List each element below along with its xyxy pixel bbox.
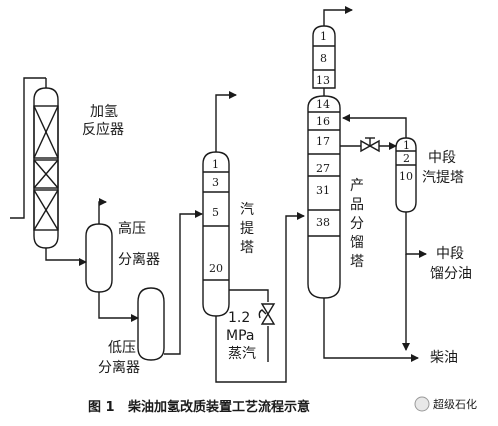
mid-stripper-label-line2: 汽提塔	[422, 170, 464, 186]
fractionator-label-char-2: 品	[350, 197, 364, 213]
steam-label-line2: MPa	[226, 328, 254, 344]
fractionator-upper	[312, 25, 336, 89]
stripper-tray-1: 1	[212, 158, 219, 171]
reactor-feed-line	[10, 77, 46, 219]
lp-separator	[137, 287, 165, 361]
stripper-overhead-line	[215, 91, 237, 152]
fractionator-tray-1: 1	[320, 30, 327, 43]
fractionator-column	[307, 95, 341, 299]
mid-stripper-tray-1: 1	[403, 139, 410, 152]
mid-stripper-tray-10: 10	[399, 170, 413, 183]
fractionator-label-char-1: 产	[350, 178, 364, 194]
diesel-label: 柴油	[430, 350, 458, 366]
fractionator-tray-27: 27	[316, 162, 330, 175]
watermark-text: 超级石化	[433, 397, 477, 411]
fractionator-tray-14: 14	[316, 98, 330, 111]
fractionator-label-char-4: 馏	[350, 235, 364, 251]
fractionator-tray-16: 16	[316, 115, 330, 128]
hp-gas-line	[98, 198, 107, 224]
middle-distillate-label-line1: 中段	[436, 246, 464, 262]
diesel-product-line	[323, 298, 419, 362]
mid-stripper-vapor-line	[342, 114, 407, 138]
steam-label-line3: 蒸汽	[228, 346, 256, 362]
steam-label-line1: 1.2	[228, 310, 250, 326]
fractionator-label-char-5: 塔	[350, 254, 364, 270]
fractionator-tray-31: 31	[316, 184, 330, 197]
svg-text:分离器: 分离器	[118, 251, 160, 268]
lp-liquid-line	[164, 210, 203, 355]
figure-caption: 柴油加氢改质装置工艺流程示意	[127, 399, 310, 415]
mid-stripper-bottoms-line	[405, 212, 427, 258]
stripper-tray-20: 20	[209, 262, 223, 275]
figure-number: 图 1	[88, 400, 115, 415]
hydrogenation-reactor	[33, 78, 59, 256]
fractionator-label-char-3: 分	[350, 216, 364, 232]
watermark: 超级石化	[414, 396, 477, 412]
stripper-tray-5: 5	[212, 206, 219, 219]
steam-line	[229, 289, 269, 302]
watermark-logo-icon	[414, 396, 430, 412]
stripper-label-char-3: 塔	[240, 240, 254, 256]
stripper-bottoms-line	[215, 212, 305, 383]
fractionator-tray-13: 13	[316, 74, 330, 87]
lp-separator-label-line2: 分离器	[98, 359, 140, 376]
stripper-column	[202, 151, 230, 317]
svg-text:高压: 高压	[118, 220, 146, 237]
fractionator-overhead-line	[323, 6, 353, 26]
reactor-effluent-line	[45, 256, 87, 266]
reactor-label-line1: 加氢	[90, 104, 118, 120]
steam-valve-icon	[258, 303, 276, 325]
mid-stripper-column	[395, 137, 417, 213]
hp-separator	[85, 223, 113, 293]
side-draw-valve-icon	[360, 137, 380, 153]
stripper-label-char-1: 汽	[240, 202, 254, 218]
lp-separator-label-line1: 低压	[108, 340, 136, 356]
fractionator-tray-17: 17	[316, 135, 330, 148]
fractionator-tray-38: 38	[316, 216, 330, 229]
fractionator-tray-8: 8	[320, 52, 327, 65]
hp-liquid-line	[98, 292, 139, 322]
mid-stripper-tray-2: 2	[403, 152, 410, 165]
middle-distillate-label-line2: 馏分油	[430, 266, 472, 282]
hp-separator-label: 高压 分离器	[118, 220, 160, 268]
reactor-label-line2: 反应器	[82, 121, 124, 138]
stripper-label-char-2: 提	[240, 221, 254, 237]
stripper-tray-3: 3	[212, 176, 219, 189]
mid-stripper-label-line1: 中段	[428, 150, 456, 166]
